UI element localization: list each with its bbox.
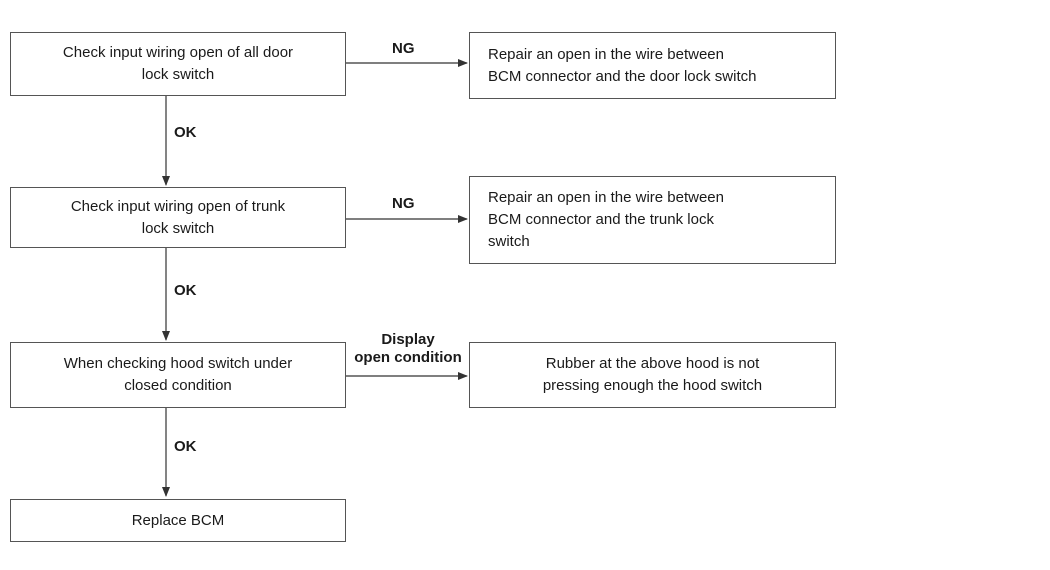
step-1-line-1: Check input wiring open of all door	[62, 44, 294, 61]
result-box-3: Rubber at the above hood is not pressing…	[469, 342, 836, 408]
result-3-line-1: Rubber at the above hood is not	[545, 355, 760, 372]
step-3-line-1: When checking hood switch under	[63, 355, 293, 372]
result-2-line-2: BCM connector and the trunk lock	[488, 211, 714, 228]
ng-label-3: Display open condition	[346, 331, 470, 367]
step-3-line-2: closed condition	[124, 377, 232, 394]
result-3-line-2: pressing enough the hood switch	[542, 377, 763, 394]
ng-label-3-line-1: Display	[381, 331, 435, 348]
result-2-line-1: Repair an open in the wire between	[488, 189, 724, 206]
step-box-3: When checking hood switch under closed c…	[10, 342, 346, 408]
final-box: Replace BCM	[10, 499, 346, 542]
result-2-line-3: switch	[488, 233, 530, 250]
result-box-1: Repair an open in the wire between BCM c…	[469, 32, 836, 99]
result-box-2: Repair an open in the wire between BCM c…	[469, 176, 836, 264]
final-line-1: Replace BCM	[131, 511, 225, 529]
ng-label-1: NG	[392, 40, 415, 57]
result-1-line-2: BCM connector and the door lock switch	[488, 67, 757, 85]
step-box-2: Check input wiring open of trunk lock sw…	[10, 187, 346, 248]
ok-label-1: OK	[174, 124, 197, 141]
ok-label-2: OK	[174, 282, 197, 299]
ng-label-3-line-2: open condition	[354, 349, 462, 366]
step-1-line-2: lock switch	[141, 66, 215, 83]
ok-label-3: OK	[174, 438, 197, 455]
ng-label-2: NG	[392, 195, 415, 212]
step-box-1: Check input wiring open of all door lock…	[10, 32, 346, 96]
step-2-line-1: Check input wiring open of trunk	[70, 197, 286, 215]
step-2-line-2: lock switch	[141, 219, 215, 237]
result-1-line-1: Repair an open in the wire between	[488, 45, 724, 63]
